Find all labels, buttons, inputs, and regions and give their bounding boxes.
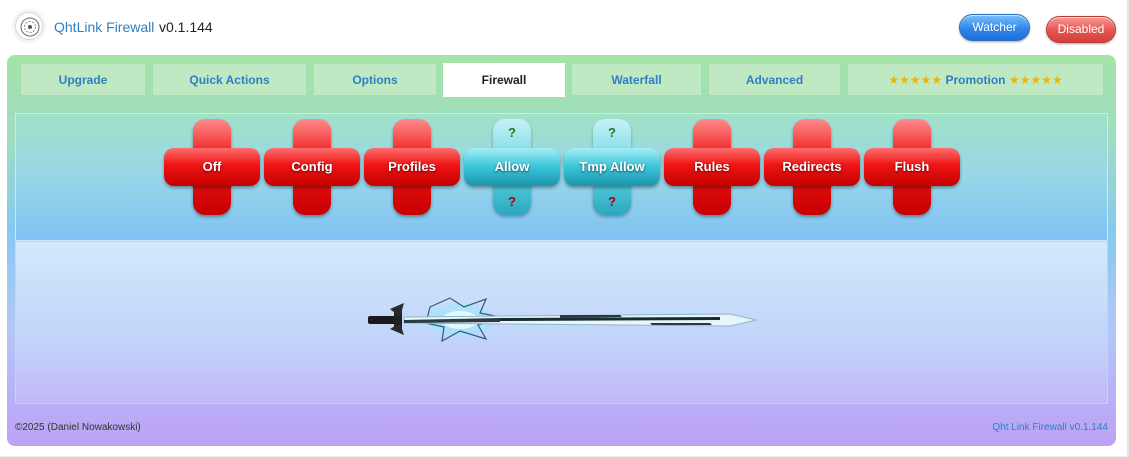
tab-options[interactable]: Options [313, 63, 437, 96]
off-button-label: Off [164, 148, 260, 186]
profiles-button[interactable]: Profiles [364, 119, 460, 215]
product-version-link[interactable]: Qht Link Firewall v0.1.144 [992, 422, 1108, 433]
profiles-button-label: Profiles [364, 148, 460, 186]
allow-help-top[interactable]: ? [508, 125, 516, 140]
redirects-button[interactable]: Redirects [764, 119, 860, 215]
qhtlink-logo-icon [15, 12, 43, 40]
rules-button-label: Rules [664, 148, 760, 186]
off-button[interactable]: Off [164, 119, 260, 215]
tab-advanced[interactable]: Advanced [708, 63, 841, 96]
tmp-allow-button-label: Tmp Allow [564, 148, 660, 186]
allow-button-label: Allow [464, 148, 560, 186]
main-panel: Upgrade Quick Actions Options Firewall W… [7, 55, 1116, 446]
app-version: v0.1.144 [159, 19, 213, 35]
tmp-allow-help-bottom[interactable]: ? [608, 194, 616, 209]
rules-button[interactable]: Rules [664, 119, 760, 215]
tmp-allow-button[interactable]: Tmp Allow ? ? [564, 119, 660, 215]
config-button[interactable]: Config [264, 119, 360, 215]
allow-help-bottom[interactable]: ? [508, 194, 516, 209]
star-icon: ★★★★★ [1008, 73, 1063, 87]
tab-upgrade[interactable]: Upgrade [20, 63, 146, 96]
sword-banner-image [360, 293, 760, 350]
config-button-label: Config [264, 148, 360, 186]
tab-bar: Upgrade Quick Actions Options Firewall W… [20, 63, 1104, 97]
flush-button[interactable]: Flush [864, 119, 960, 215]
tab-promotion[interactable]: ★★★★★ Promotion ★★★★★ [847, 63, 1104, 96]
allow-button[interactable]: Allow ? ? [464, 119, 560, 215]
tab-promotion-label: Promotion [945, 73, 1006, 87]
redirects-button-label: Redirects [764, 148, 860, 186]
flush-button-label: Flush [864, 148, 960, 186]
watcher-button[interactable]: Watcher [959, 14, 1030, 41]
tab-firewall[interactable]: Firewall [443, 63, 565, 97]
app-name-link[interactable]: QhtLink Firewall [54, 19, 155, 35]
tab-waterfall[interactable]: Waterfall [571, 63, 702, 96]
tmp-allow-help-top[interactable]: ? [608, 125, 616, 140]
tab-quick-actions[interactable]: Quick Actions [152, 63, 307, 96]
copyright-text: ©2025 (Daniel Nowakowski) [15, 422, 141, 433]
disabled-status-button[interactable]: Disabled [1046, 16, 1116, 43]
header: QhtLink Firewall v0.1.144 Watcher Disabl… [0, 0, 1129, 54]
star-icon: ★★★★★ [888, 73, 943, 87]
